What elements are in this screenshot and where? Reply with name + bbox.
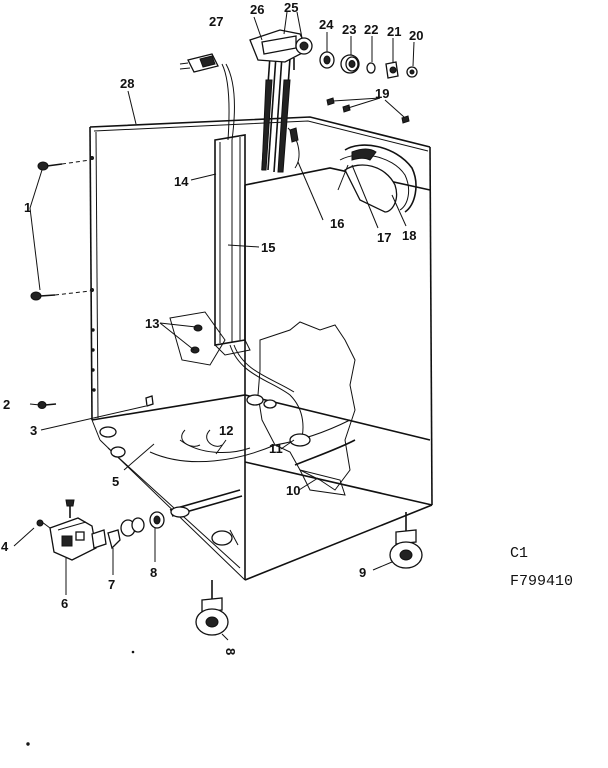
screws-19 xyxy=(326,97,410,124)
side-panel-holes xyxy=(90,156,96,392)
label-4: 4 xyxy=(1,539,9,554)
label-14: 14 xyxy=(174,174,189,189)
label-24: 24 xyxy=(319,17,334,32)
label-2: 2 xyxy=(3,397,10,412)
rear-bracket xyxy=(287,127,300,169)
label-23: 23 xyxy=(342,22,356,37)
label-8: 8 xyxy=(150,565,157,580)
caster-right xyxy=(372,512,423,571)
burner-parts-row xyxy=(319,51,418,79)
gas-valve xyxy=(36,499,107,595)
clip-3 xyxy=(40,395,154,431)
screw-lower xyxy=(30,290,91,301)
label-20: 20 xyxy=(409,28,423,43)
label-3: 3 xyxy=(30,423,37,438)
label-17: 17 xyxy=(377,230,391,245)
label-26: 26 xyxy=(250,2,264,17)
fitting-7 xyxy=(107,529,121,575)
vertical-duct xyxy=(214,134,251,356)
figure-code: C1 xyxy=(510,545,528,562)
leader-lines xyxy=(13,11,415,547)
label-28: 28 xyxy=(120,76,134,91)
label-16: 16 xyxy=(330,216,344,231)
drum-bearing-seal xyxy=(337,144,417,213)
label-25: 25 xyxy=(284,0,298,15)
label-12: 12 xyxy=(219,423,233,438)
valve-tube-assembly xyxy=(249,29,313,173)
fitting-8 xyxy=(120,511,165,562)
label-10: 10 xyxy=(286,483,300,498)
label-21: 21 xyxy=(387,24,401,39)
label-11: 11 xyxy=(269,441,283,456)
label-5: 5 xyxy=(112,474,119,489)
label-9: 9 xyxy=(359,565,366,580)
caster-front xyxy=(195,580,229,641)
label-27: 27 xyxy=(209,14,223,29)
burner-tube xyxy=(169,489,243,546)
base-parts xyxy=(99,394,356,496)
label-1: 1 xyxy=(24,200,31,215)
wire-harness xyxy=(149,63,351,463)
screw-upper xyxy=(37,159,91,171)
label-13: 13 xyxy=(145,316,159,331)
label-8-secondary: 8 xyxy=(223,648,238,655)
screw-2 xyxy=(37,401,57,409)
bracket-13 xyxy=(169,311,226,366)
label-18: 18 xyxy=(402,228,416,243)
label-19: 19 xyxy=(375,86,389,101)
label-6: 6 xyxy=(61,596,68,611)
part-labels: 1 2 3 4 5 6 7 8 9 10 11 12 13 14 15 16 1… xyxy=(1,0,423,655)
power-cord-plug xyxy=(179,53,219,73)
figure-number: F799410 xyxy=(510,573,573,590)
label-22: 22 xyxy=(364,22,378,37)
label-7: 7 xyxy=(108,577,115,592)
label-15: 15 xyxy=(261,240,275,255)
